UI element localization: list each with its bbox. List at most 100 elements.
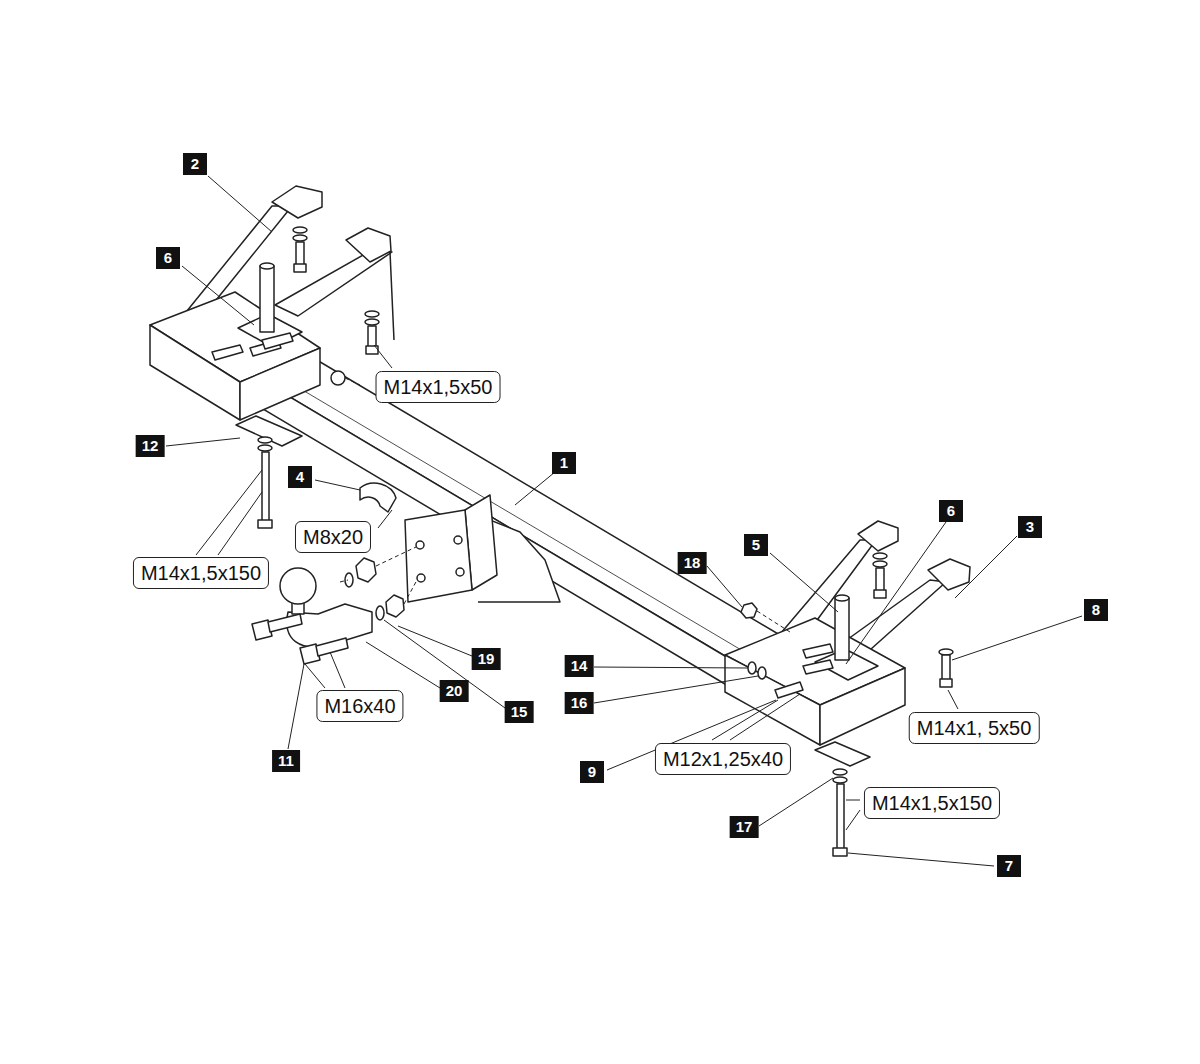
- right-bracket: [928, 559, 970, 590]
- callout-number: 20: [440, 680, 469, 702]
- left-bracket: [293, 227, 307, 233]
- right-bracket: [815, 742, 870, 766]
- main-beam: [248, 372, 735, 690]
- left-bracket: [365, 319, 379, 325]
- right-bracket: [835, 598, 849, 660]
- right-bracket: [942, 655, 950, 681]
- left-bracket: [365, 311, 379, 317]
- leader-line: [759, 778, 833, 826]
- bolt-spec: M14x1,5x150: [133, 557, 269, 589]
- right-bracket: [837, 784, 844, 850]
- leader-line: [166, 438, 240, 446]
- center-mount: [360, 483, 560, 602]
- leader-line: [952, 616, 1082, 660]
- leader-line: [594, 676, 758, 703]
- right-bracket: [940, 679, 952, 687]
- leader-line: [218, 492, 262, 555]
- assembly-line: [345, 378, 360, 385]
- bolt-spec: M14x1, 5x50: [909, 712, 1040, 744]
- right-bracket: [833, 777, 847, 783]
- bolt-spec: M12x1,25x40: [655, 743, 791, 775]
- callout-number: 15: [505, 701, 534, 723]
- right-bracket: [833, 848, 847, 856]
- leader-line: [378, 510, 392, 528]
- callout-number: 16: [565, 692, 594, 714]
- leader-line: [515, 472, 555, 505]
- left-bracket: [212, 345, 243, 360]
- right-bracket: [803, 660, 833, 674]
- callout-number: 8: [1084, 599, 1108, 621]
- left-bracket: [258, 520, 272, 528]
- leader-line: [948, 690, 958, 709]
- callout-number: 19: [472, 648, 501, 670]
- leader-line: [330, 652, 345, 688]
- towbar-drawing: [150, 186, 970, 856]
- leader-line: [196, 470, 262, 555]
- assembly-line: [404, 580, 417, 604]
- center-mount: [454, 536, 462, 544]
- left-bracket: [236, 416, 302, 446]
- leader-line: [182, 266, 254, 325]
- leader-line: [770, 553, 838, 612]
- left-bracket: [294, 264, 306, 272]
- leader-line: [305, 664, 325, 688]
- bolt-spec: M14x1,5x50: [376, 371, 501, 403]
- right-bracket: [741, 603, 757, 618]
- right-bracket: [835, 595, 849, 601]
- callout-number: 1: [552, 452, 576, 474]
- left-bracket: [260, 263, 274, 269]
- callout-number: 14: [565, 655, 594, 677]
- leader-line: [846, 800, 860, 801]
- assembly-line: [376, 547, 416, 566]
- assembly-line: [340, 378, 790, 632]
- left-bracket: [150, 325, 240, 420]
- right-bracket: [830, 580, 946, 666]
- main-beam: [248, 350, 785, 662]
- leader-line: [712, 700, 778, 740]
- left-bracket: [258, 445, 272, 451]
- right-bracket: [876, 568, 884, 592]
- leader-line: [398, 626, 472, 656]
- callout-number: 7: [997, 855, 1021, 877]
- ball-hitch: [268, 614, 302, 632]
- callout-number: 6: [156, 247, 180, 269]
- leader-line: [846, 522, 946, 664]
- left-bracket: [240, 348, 320, 420]
- ball-hitch: [356, 558, 376, 582]
- assembly-line: [757, 611, 790, 632]
- right-bracket: [833, 769, 847, 775]
- callout-number: 6: [939, 500, 963, 522]
- callout-number: 18: [678, 552, 707, 574]
- right-bracket: [939, 649, 953, 655]
- leader-line: [208, 176, 272, 232]
- left-bracket: [368, 326, 376, 348]
- left-bracket: [258, 437, 272, 443]
- ball-hitch: [376, 606, 384, 620]
- ball-hitch: [316, 638, 348, 656]
- assembly-line: [340, 580, 348, 582]
- right-bracket: [873, 553, 887, 559]
- left-bracket: [150, 186, 394, 528]
- main-beam: [262, 366, 748, 654]
- callout-number: 3: [1018, 516, 1042, 538]
- callout-number: 4: [288, 466, 312, 488]
- left-bracket: [346, 228, 391, 262]
- leader-line: [366, 642, 440, 688]
- ball-hitch: [386, 595, 404, 617]
- right-bracket: [758, 667, 766, 679]
- right-bracket: [748, 662, 756, 674]
- leader-line: [730, 694, 800, 740]
- leader-line: [846, 810, 860, 830]
- left-bracket: [331, 371, 345, 385]
- bolt-spec: M16x40: [316, 690, 403, 722]
- leader-line: [374, 345, 392, 368]
- callout-number: 11: [272, 750, 300, 772]
- right-bracket: [873, 561, 887, 567]
- leader-line: [707, 566, 742, 607]
- leader-line: [288, 664, 304, 749]
- center-mount: [417, 574, 425, 582]
- leader-line: [166, 176, 1082, 866]
- main-beam: [248, 350, 785, 690]
- callout-number: 12: [136, 435, 165, 457]
